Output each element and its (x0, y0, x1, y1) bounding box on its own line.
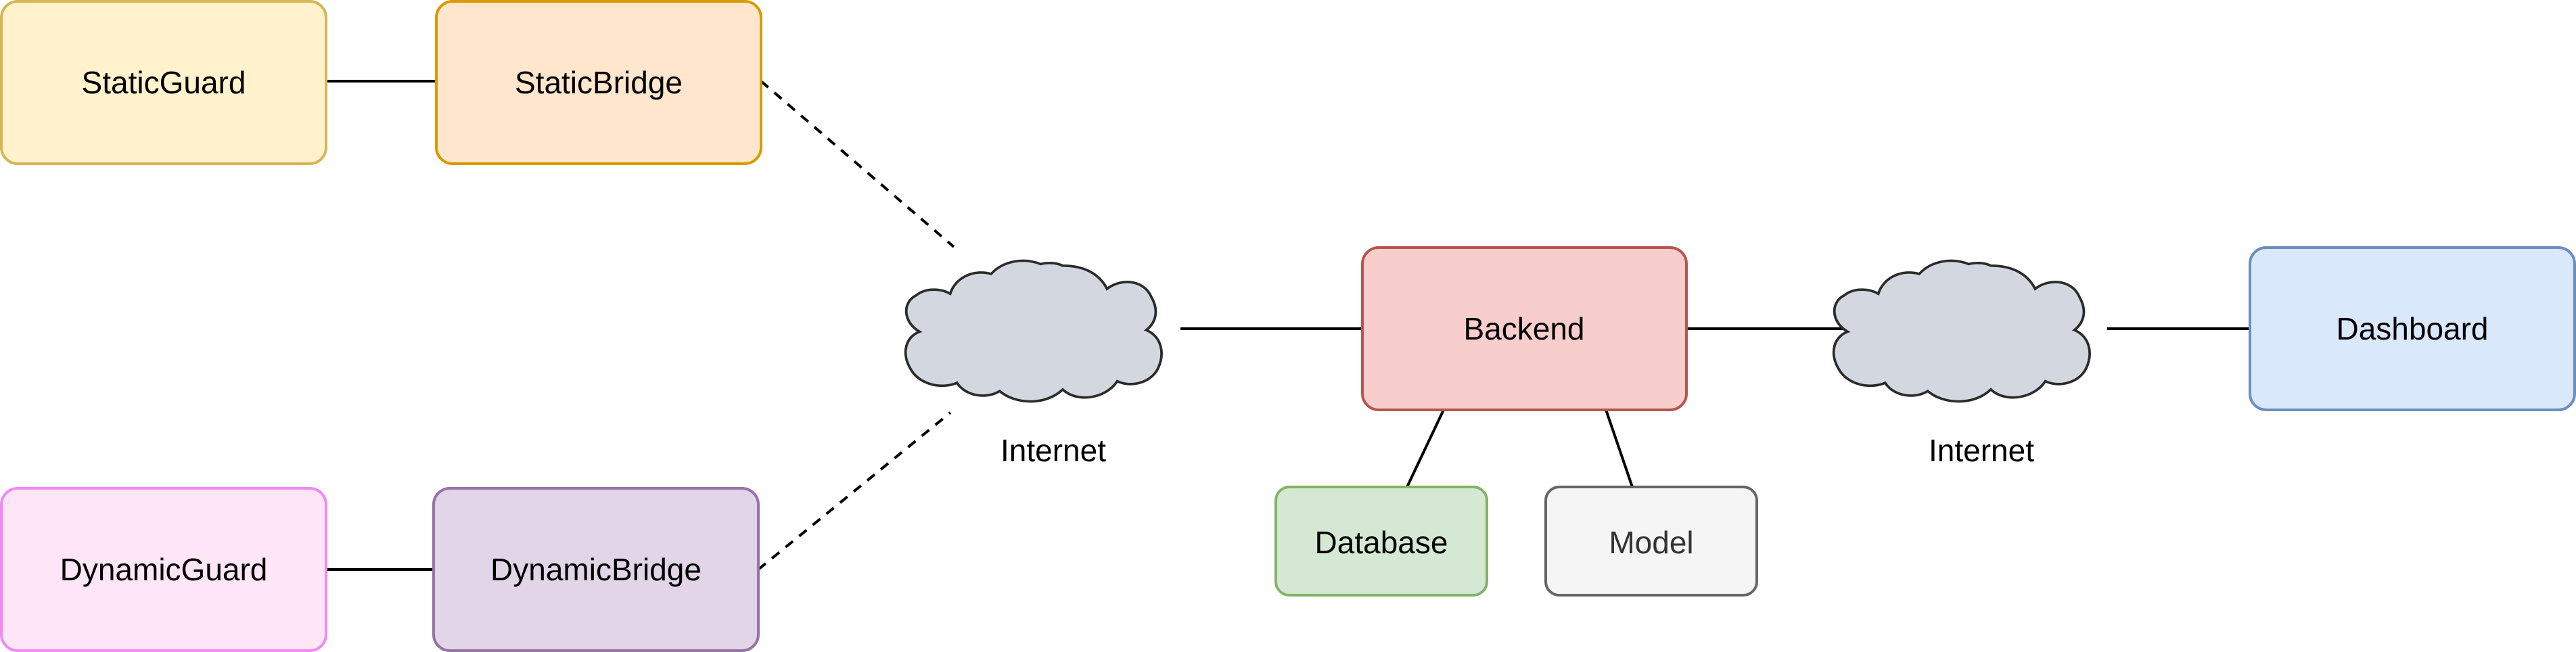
node-backend[interactable]: Backend (1361, 246, 1688, 411)
node-database[interactable]: Database (1274, 486, 1488, 597)
node-label-dashboard: Dashboard (2336, 311, 2488, 346)
node-dynamicbridge[interactable]: DynamicBridge (432, 487, 760, 652)
node-box (1274, 486, 1488, 597)
edge-staticbridge-internet-dashed (760, 80, 955, 248)
edge-backend-database (1406, 409, 1445, 488)
edges (326, 80, 2250, 571)
cloud-icon (904, 259, 1163, 403)
cloud-label-internet-left: Internet (1001, 433, 1106, 468)
cloud-internet-left[interactable]: Internet (904, 259, 1163, 468)
node-label-database: Database (1315, 525, 1448, 560)
cloud-icon (1832, 259, 2091, 403)
node-label-dynamicbridge: DynamicBridge (490, 552, 702, 587)
node-staticguard[interactable]: StaticGuard (0, 0, 327, 165)
node-box (435, 0, 762, 165)
node-dashboard[interactable]: Dashboard (2249, 246, 2576, 411)
node-label-dynamicguard: DynamicGuard (60, 552, 268, 587)
node-box (2249, 246, 2576, 411)
node-staticbridge[interactable]: StaticBridge (435, 0, 762, 165)
cloud-internet-right[interactable]: Internet (1832, 259, 2091, 468)
node-label-staticbridge: StaticBridge (515, 65, 683, 100)
node-box (0, 0, 327, 165)
node-model[interactable]: Model (1544, 486, 1758, 597)
node-dynamicguard[interactable]: DynamicGuard (0, 487, 327, 652)
edge-backend-model (1605, 409, 1634, 488)
edge-dynamicbridge-internet-dashed (757, 411, 952, 571)
node-box (0, 487, 327, 652)
node-label-staticguard: StaticGuard (82, 65, 246, 100)
cloud-label-internet-right: Internet (1929, 433, 2034, 468)
node-label-model: Model (1609, 525, 1693, 560)
node-box (432, 487, 760, 652)
node-label-backend: Backend (1463, 311, 1584, 346)
node-box (1361, 246, 1688, 411)
node-box (1544, 486, 1758, 597)
